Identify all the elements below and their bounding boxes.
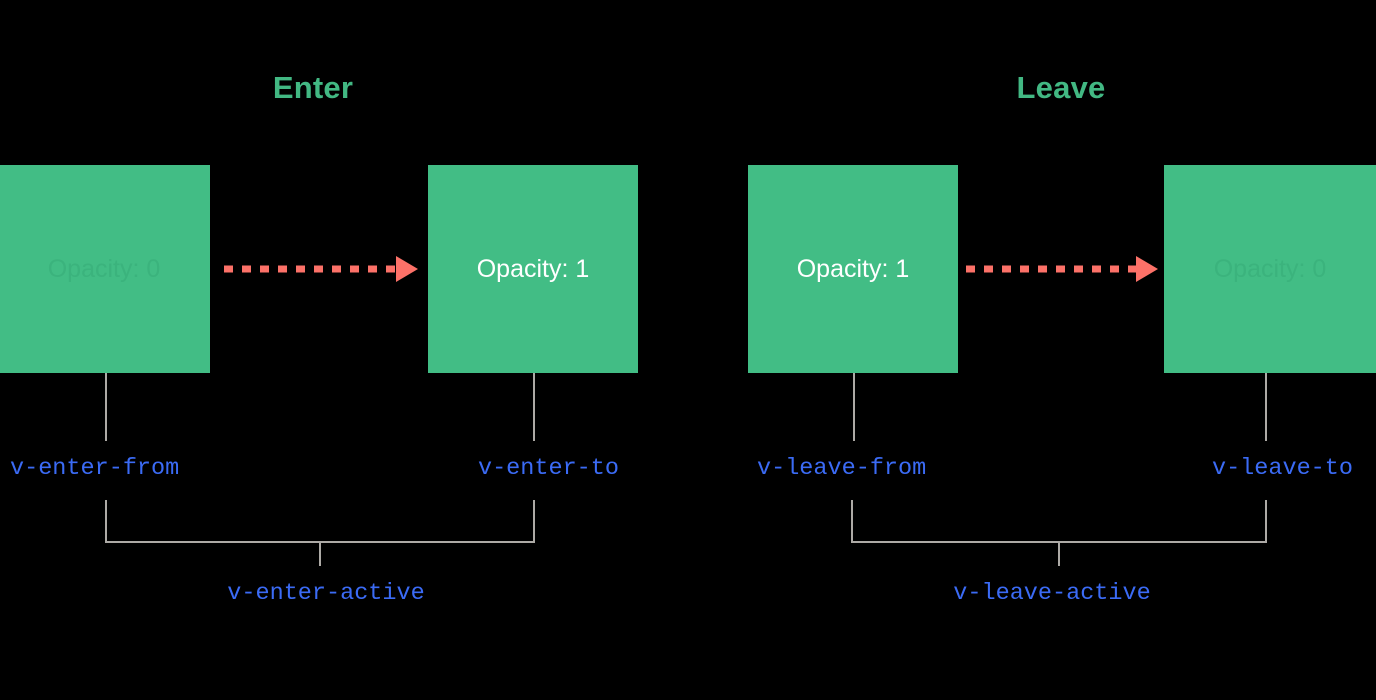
leader-line-enter-to	[533, 373, 535, 441]
state-box-label-leave-from: Opacity: 1	[796, 254, 910, 283]
state-box-label-leave-to: Opacity: 0	[1213, 254, 1327, 283]
enter-arrow-icon	[224, 256, 418, 282]
bracket-stem-leave-active	[1058, 543, 1060, 566]
state-box-leave-to: Opacity: 0	[1164, 165, 1376, 373]
section-heading-leave: Leave	[1016, 70, 1106, 105]
leader-line-leave-to	[1265, 373, 1267, 441]
class-label-v-enter-from: v-enter-from	[10, 455, 180, 482]
leader-line-enter-from	[105, 373, 107, 441]
state-box-enter-to: Opacity: 1	[428, 165, 638, 373]
leave-arrow-icon	[966, 256, 1158, 282]
state-box-leave-from: Opacity: 1	[748, 165, 958, 373]
class-label-v-leave-from: v-leave-from	[757, 455, 927, 482]
bracket-leave-active	[851, 500, 1267, 543]
state-box-enter-from: Opacity: 0	[0, 165, 210, 373]
state-box-label-enter-to: Opacity: 1	[476, 254, 590, 283]
bracket-enter-active	[105, 500, 535, 543]
class-label-v-enter-to: v-enter-to	[477, 455, 619, 482]
bracket-stem-enter-active	[319, 543, 321, 566]
state-box-label-enter-from: Opacity: 0	[47, 254, 161, 283]
section-heading-enter: Enter	[272, 70, 354, 105]
class-label-v-leave-to: v-leave-to	[1211, 455, 1353, 482]
class-label-v-leave-active: v-leave-active	[953, 580, 1151, 607]
class-label-v-enter-active: v-enter-active	[227, 580, 425, 607]
leader-line-leave-from	[853, 373, 855, 441]
